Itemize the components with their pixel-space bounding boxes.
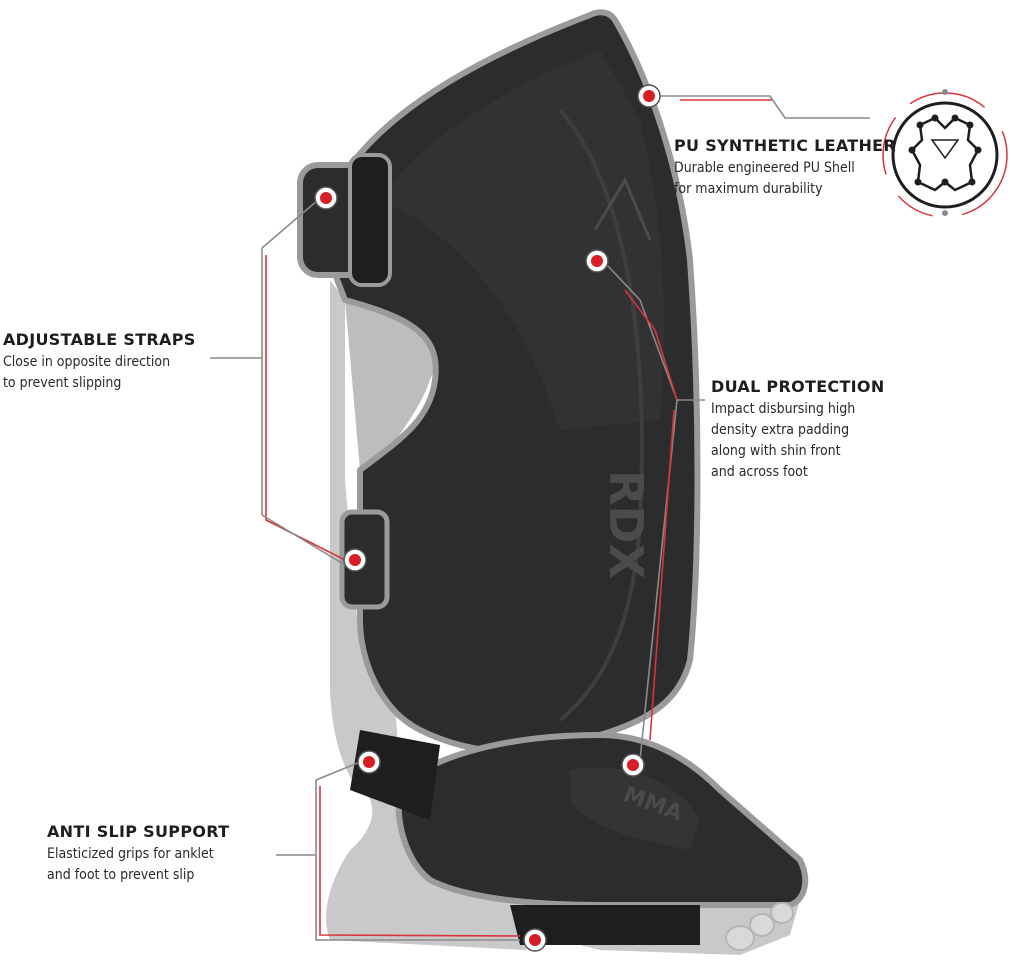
marker-sole <box>523 928 547 952</box>
callout-adjustable-straps: ADJUSTABLE STRAPS Close in opposite dire… <box>3 330 218 394</box>
marker-upper-strap <box>314 186 338 210</box>
callout-desc-line: density extra padding <box>711 422 850 438</box>
marker-foot <box>621 753 645 777</box>
callout-desc-line: Close in opposite direction <box>3 354 171 370</box>
callout-pu-leather: PU SYNTHETIC LEATHER Durable engineered … <box>674 136 904 200</box>
callout-desc-line: for maximum durability <box>674 181 823 197</box>
callout-title: PU SYNTHETIC LEATHER <box>674 136 897 155</box>
callout-desc-line: along with shin front <box>711 443 841 459</box>
callout-desc-line: Impact disbursing high <box>711 401 856 417</box>
marker-pu-leather <box>637 84 661 108</box>
shin-guard-shell: RDX <box>315 9 701 755</box>
callout-desc-line: to prevent slipping <box>3 375 122 391</box>
marker-dual-protection <box>585 249 609 273</box>
upper-strap <box>297 153 392 287</box>
leather-hide-icon <box>882 89 1008 218</box>
callout-desc-line: and foot to prevent slip <box>47 867 195 883</box>
callout-markers <box>314 84 661 952</box>
callout-title: DUAL PROTECTION <box>711 377 885 396</box>
callout-desc-line: Elasticized grips for anklet <box>47 846 214 862</box>
leader-lines <box>210 95 870 941</box>
callout-dual-protection: DUAL PROTECTION Impact disbursing high d… <box>711 377 911 483</box>
callout-desc-line: Durable engineered PU Shell <box>674 160 855 176</box>
callout-title: ADJUSTABLE STRAPS <box>3 330 196 349</box>
callout-title: ANTI SLIP SUPPORT <box>47 822 230 841</box>
marker-ankle <box>357 750 381 774</box>
foot-protector: MMA <box>350 730 809 951</box>
brand-emboss-rdx: RDX <box>599 470 653 579</box>
callout-anti-slip: ANTI SLIP SUPPORT Elasticized grips for … <box>47 822 282 886</box>
callout-desc-line: and across foot <box>711 464 808 480</box>
marker-lower-strap <box>343 548 367 572</box>
